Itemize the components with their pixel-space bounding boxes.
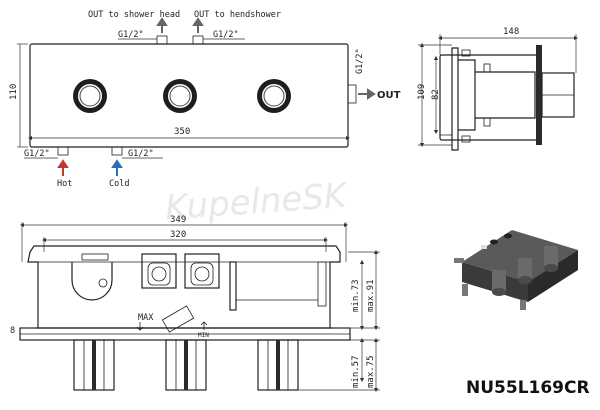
dim-body-width-inner: 320: [170, 230, 186, 240]
label-g-top-right: G1/2": [213, 30, 239, 40]
front-view: 110 350 OUT to shower head OUT to hendsh…: [9, 10, 401, 189]
knob-left: [73, 79, 107, 113]
label-g-bottom-right: G1/2": [128, 149, 154, 159]
knob-right: [257, 79, 291, 113]
label-max: MAX: [138, 313, 154, 323]
dim-stem-min: min.57: [351, 355, 361, 388]
dim-depth-max: max.91: [366, 279, 376, 312]
dim-side-height-outer: 109: [417, 84, 427, 100]
watermark: KupelneSK: [164, 176, 350, 229]
stem-left: [73, 339, 115, 391]
label-hot: Hot: [57, 179, 72, 189]
dim-body-width-outer: 349: [170, 215, 186, 225]
body-top-view: 349 320 MAX MIN 8: [10, 215, 380, 393]
product-3d-render: [454, 230, 578, 310]
knob-middle: [163, 79, 197, 113]
dim-plate: 8: [10, 326, 15, 336]
dim-front-width: 350: [174, 127, 190, 137]
label-out-shower-head: OUT to shower head: [88, 10, 180, 20]
dim-stem-max: max.75: [366, 355, 376, 388]
label-g-top-left: G1/2": [118, 30, 144, 40]
stem-right: [257, 339, 299, 391]
label-cold: Cold: [109, 179, 129, 189]
product-code: NU55L169CR: [466, 378, 590, 398]
dim-front-height: 110: [9, 84, 19, 100]
label-g-right: G1/2": [355, 48, 365, 74]
side-view: 148 109 82: [417, 27, 579, 151]
dim-side-width: 148: [503, 27, 519, 37]
label-g-bottom-left: G1/2": [24, 149, 50, 159]
label-out: OUT: [377, 90, 401, 101]
stem-middle: [165, 339, 207, 391]
dim-depth-min: min.73: [351, 279, 361, 312]
label-out-handshower: OUT to hendshower: [194, 10, 281, 20]
label-min-mark: MIN: [198, 332, 209, 339]
dim-side-height-inner: 82: [431, 89, 441, 100]
